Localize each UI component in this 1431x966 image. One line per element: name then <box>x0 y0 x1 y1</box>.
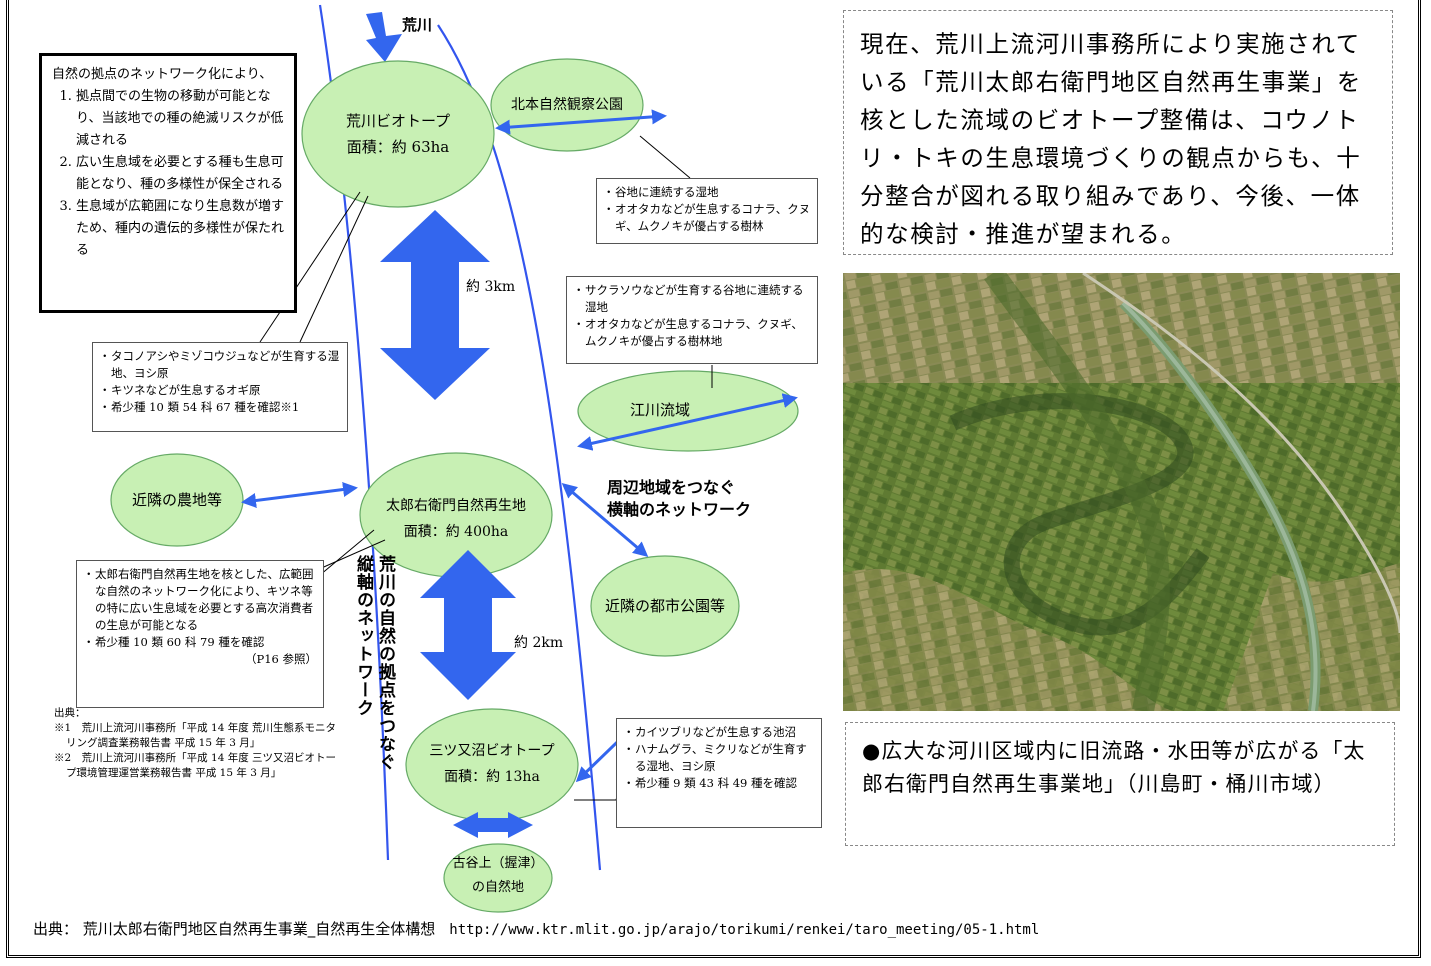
arrow-2km <box>420 550 516 700</box>
site-name: 荒川ビオトープ <box>345 112 451 130</box>
arrow-3km <box>380 210 490 400</box>
note-mitsumata: カイツブリなどが生息する池沼 ハナムグラ、ミクリなどが生育する湿地、ヨシ原 希少… <box>616 718 822 828</box>
site-city-park: 近隣の都市公園等 <box>604 597 725 615</box>
note-item: キツネなどが生息するオギ原 <box>99 382 341 399</box>
legend-list: 拠点間での生物の移動が可能となり、当該地での種の絶滅リスクが低減される 広い生息… <box>52 86 286 262</box>
note-item: オオタカなどが生息するコナラ、クヌギ、ムクノキが優占する樹林 <box>603 201 811 235</box>
site-kitamoto: 北本自然観察公園 <box>511 97 623 113</box>
site-area: 面積：約 400ha <box>403 524 509 540</box>
site-area: 面積：約 63ha <box>346 138 450 156</box>
note-item: 希少種 9 類 43 科 49 種を確認 <box>623 775 815 792</box>
horizontal-network-label-line2: 横軸のネットワーク <box>607 500 752 519</box>
leader-arakawa-2 <box>299 195 369 343</box>
legend-item: 拠点間での生物の移動が可能となり、当該地での種の絶滅リスクが低減される <box>76 86 286 152</box>
arrow-city-park <box>561 483 649 557</box>
footer-source: 出典： 荒川太郎右衛門地区自然再生事業_自然再生全体構想 http://www.k… <box>33 918 1039 939</box>
leader-kitamoto <box>639 135 691 179</box>
river-label: 荒川 <box>402 16 433 34</box>
note-item: サクラソウなどが生育する谷地に連続する湿地 <box>573 282 811 316</box>
source-item: ※1 荒川上流河川事務所「平成 14 年度 荒川生態系モニタリング調査業務報告書… <box>54 722 337 749</box>
site-mitsumata: 三ツ又沼ビオトープ 面積：約 13ha <box>410 738 574 790</box>
arrow-egawa <box>577 393 798 451</box>
network-benefits-box: 自然の拠点のネットワーク化により、 拠点間での生物の移動が可能となり、当該地での… <box>39 53 297 313</box>
ellipse-furuyagami <box>443 843 553 913</box>
note-item: ハナムグラ、ミクリなどが生育する湿地、ヨシ原 <box>623 741 815 775</box>
horizontal-network-label: 周辺地域をつなぐ 横軸のネットワーク <box>607 477 751 521</box>
note-reference: （P16 参照） <box>244 652 317 666</box>
distance-lower: 約 2km <box>514 635 564 651</box>
vertical-network-label-line2: 縦軸のネットワーク <box>353 555 373 717</box>
photo-caption: ●広大な河川区域内に旧流路・水田等が広がる「太郎右衛門自然再生事業地」（川島町・… <box>845 722 1395 846</box>
vertical-network-label: 荒川の自然の拠点をつなぐ 縦軸のネットワーク <box>352 555 396 775</box>
ellipse-arakawa-biotope <box>301 60 495 208</box>
horizontal-network-label-line1: 周辺地域をつなぐ <box>607 478 736 497</box>
site-name-line1: 古谷上（握津） <box>452 856 544 871</box>
site-area: 面積：約 13ha <box>444 769 540 785</box>
site-farmland: 近隣の農地等 <box>131 491 222 509</box>
vertical-network-label-line1: 荒川の自然の拠点をつなぐ <box>375 555 395 771</box>
note-egawa: サクラソウなどが生育する谷地に連続する湿地 オオタカなどが生息するコナラ、クヌギ… <box>566 276 818 364</box>
footer-url[interactable]: http://www.ktr.mlit.go.jp/arajo/torikumi… <box>449 922 1040 938</box>
page-frame <box>6 0 1421 958</box>
legend-item: 広い生息域を必要とする種も生息可能となり、種の多様性が保全される <box>76 152 286 196</box>
arrow-farmland <box>241 482 358 508</box>
note-item: オオタカなどが生息するコナラ、クヌギ、ムクノキが優占する樹林地 <box>573 316 811 350</box>
flow-arrow <box>366 12 402 62</box>
note-item: カイツブリなどが生息する池沼 <box>623 724 815 741</box>
note-taro: 太郎右衛門自然再生地を核とした、広範囲な自然のネットワーク化により、キツネ等の特… <box>76 560 324 708</box>
legend-item: 生息域が広範囲になり生息数が増すため、種内の遺伝的多様性が保たれる <box>76 196 286 262</box>
site-furuyagami: 古谷上（握津） の自然地 <box>446 852 550 900</box>
note-item: 希少種 10 類 60 科 79 種を確認 <box>83 634 317 651</box>
note-arakawa: タコノアシやミゾコウジュなどが生育する湿地、ヨシ原 キツネなどが生息するオギ原 … <box>92 342 348 432</box>
legend-intro: 自然の拠点のネットワーク化により、 <box>52 67 273 82</box>
sources-heading: 出典： <box>54 707 86 719</box>
arrow-kitamoto <box>495 109 667 135</box>
note-item: タコノアシやミゾコウジュなどが生育する湿地、ヨシ原 <box>99 348 341 382</box>
site-name: 太郎右衛門自然再生地 <box>386 498 526 514</box>
site-name: 三ツ又沼ビオトープ <box>429 743 555 759</box>
source-item: ※2 荒川上流河川事務所「平成 14 年度 三ツ又沼ビオトープ環境管理運営業務報… <box>54 752 337 779</box>
site-egawa: 江川流域 <box>629 401 690 419</box>
arrow-small <box>453 812 533 838</box>
diagram-sources: 出典： ※1 荒川上流河川事務所「平成 14 年度 荒川生態系モニタリング調査業… <box>54 706 344 781</box>
site-arakawa-biotope: 荒川ビオトープ 面積：約 63ha <box>318 108 478 160</box>
leader-arakawa-1 <box>259 191 361 343</box>
footer-source-text: 出典： 荒川太郎右衛門地区自然再生事業_自然再生全体構想 <box>33 920 436 938</box>
note-item: 希少種 10 類 54 科 67 種を確認※1 <box>99 399 341 416</box>
description-box: 現在、荒川上流河川事務所により実施されている「荒川太郎右衛門地区自然再生事業」を… <box>843 10 1393 255</box>
aerial-photo <box>843 273 1400 711</box>
site-taro: 太郎右衛門自然再生地 面積：約 400ha <box>362 493 550 545</box>
site-name-line2: の自然地 <box>471 880 524 895</box>
aerial-photo-graphic <box>843 273 1400 711</box>
distance-upper: 約 3km <box>466 279 516 295</box>
note-kitamoto: 谷地に連続する湿地 オオタカなどが生息するコナラ、クヌギ、ムクノキが優占する樹林 <box>596 178 818 244</box>
ellipse-city-park <box>590 555 740 657</box>
note-item: 太郎右衛門自然再生地を核とした、広範囲な自然のネットワーク化により、キツネ等の特… <box>83 566 317 634</box>
note-item: 谷地に連続する湿地 <box>603 184 811 201</box>
